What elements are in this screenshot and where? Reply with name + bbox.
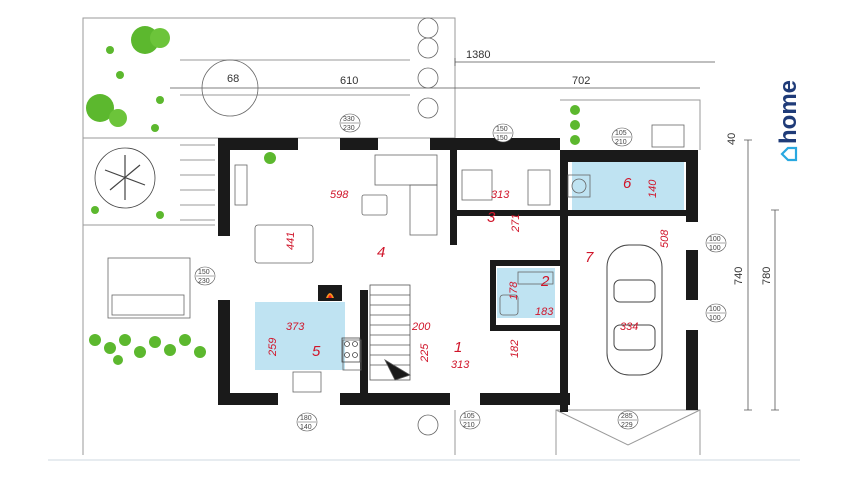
wet-rooms [255,162,684,370]
plant-icon [89,334,206,365]
room-3-width: 313 [491,189,510,201]
svg-text:229: 229 [621,422,633,429]
svg-text:105: 105 [463,413,475,420]
left-window-label: 150 230 [194,266,216,286]
brand-name: home [775,80,802,144]
stove-icon [341,337,361,363]
svg-text:180: 180 [300,415,312,422]
room-5-width: 373 [286,321,305,333]
plant-icon [264,105,580,164]
overall-dimensions: 1380 610 702 68 40 740 780 [227,49,773,285]
svg-text:230: 230 [198,278,210,285]
kitchen-area [255,302,345,370]
top-window-label: 150 150 [492,123,514,143]
room-number-2: 2 [540,273,550,290]
fireplace-icon [318,285,342,301]
tree-icon [109,109,127,127]
room-7-depth: 508 [659,229,671,248]
plants [86,17,580,436]
boiler-room-area [572,162,684,210]
svg-text:140: 140 [300,424,312,431]
tree-icon [94,147,156,209]
hedge-icon [417,17,439,436]
room-4-width: 598 [330,189,349,201]
svg-text:230: 230 [343,125,355,132]
svg-text:330: 330 [343,116,355,123]
terrace-table-size: 68 [227,73,239,85]
house-outline-icon [780,146,798,162]
svg-text:100: 100 [709,236,721,243]
room-2-width: 183 [535,306,554,318]
room-5-depth: 259 [267,338,279,357]
svg-text:210: 210 [615,139,627,146]
svg-text:100: 100 [709,306,721,313]
furniture [107,59,685,393]
staircase [369,284,411,381]
svg-text:100: 100 [709,245,721,252]
room-6-depth: 140 [647,179,659,198]
room-1-stair-depth: 225 [419,343,431,363]
garage-gate-label: 285 229 [617,410,639,430]
right-section-width: 702 [572,75,590,87]
dimension-lines [170,58,779,411]
brand-logo: home [775,80,802,162]
room-2-depth: 178 [508,281,520,300]
room-number-3: 3 [487,209,496,226]
room-number-5: 5 [312,343,321,360]
site-outline [82,17,701,455]
room-4-depth: 441 [285,232,297,250]
side-door-label: 105 210 [611,127,633,147]
room-labels: 4 598 441 3 313 271 2 178 183 1 313 182 … [267,175,671,371]
terrace-window-label: 330 230 [339,113,361,133]
tree-icon [150,28,170,48]
garage-window-1-label: 100 100 [705,233,727,253]
plant-icon [91,46,164,219]
total-width: 1380 [466,49,490,61]
tree-icon [86,94,114,122]
svg-text:105: 105 [615,130,627,137]
room-number-7: 7 [585,249,594,266]
room-3-depth: 271 [510,214,522,233]
room-number-6: 6 [623,175,632,192]
room-7-width: 334 [620,321,638,333]
entrance-door-label: 105 210 [459,410,481,430]
wall-dim: 40 [726,133,738,145]
left-section-width: 610 [340,75,358,87]
svg-text:100: 100 [709,315,721,322]
svg-text:285: 285 [621,413,633,420]
depth-outer: 780 [761,267,773,285]
room-1-depth: 182 [509,340,521,358]
room-1-stair-width: 200 [411,321,431,333]
room-number-4: 4 [377,244,385,261]
svg-text:150: 150 [496,135,508,142]
svg-text:210: 210 [463,422,475,429]
kitchen-window-label: 180 140 [296,412,318,432]
car-icon [606,244,663,376]
bathroom-area [497,268,555,318]
opening-labels: 330 230 150 150 105 210 150 230 100 100 [194,113,727,432]
depth-inner: 740 [733,267,745,285]
room-number-1: 1 [454,339,462,356]
svg-text:150: 150 [198,269,210,276]
room-1-width: 313 [451,359,470,371]
svg-text:150: 150 [496,126,508,133]
garage-window-2-label: 100 100 [705,303,727,323]
walls [218,138,698,412]
